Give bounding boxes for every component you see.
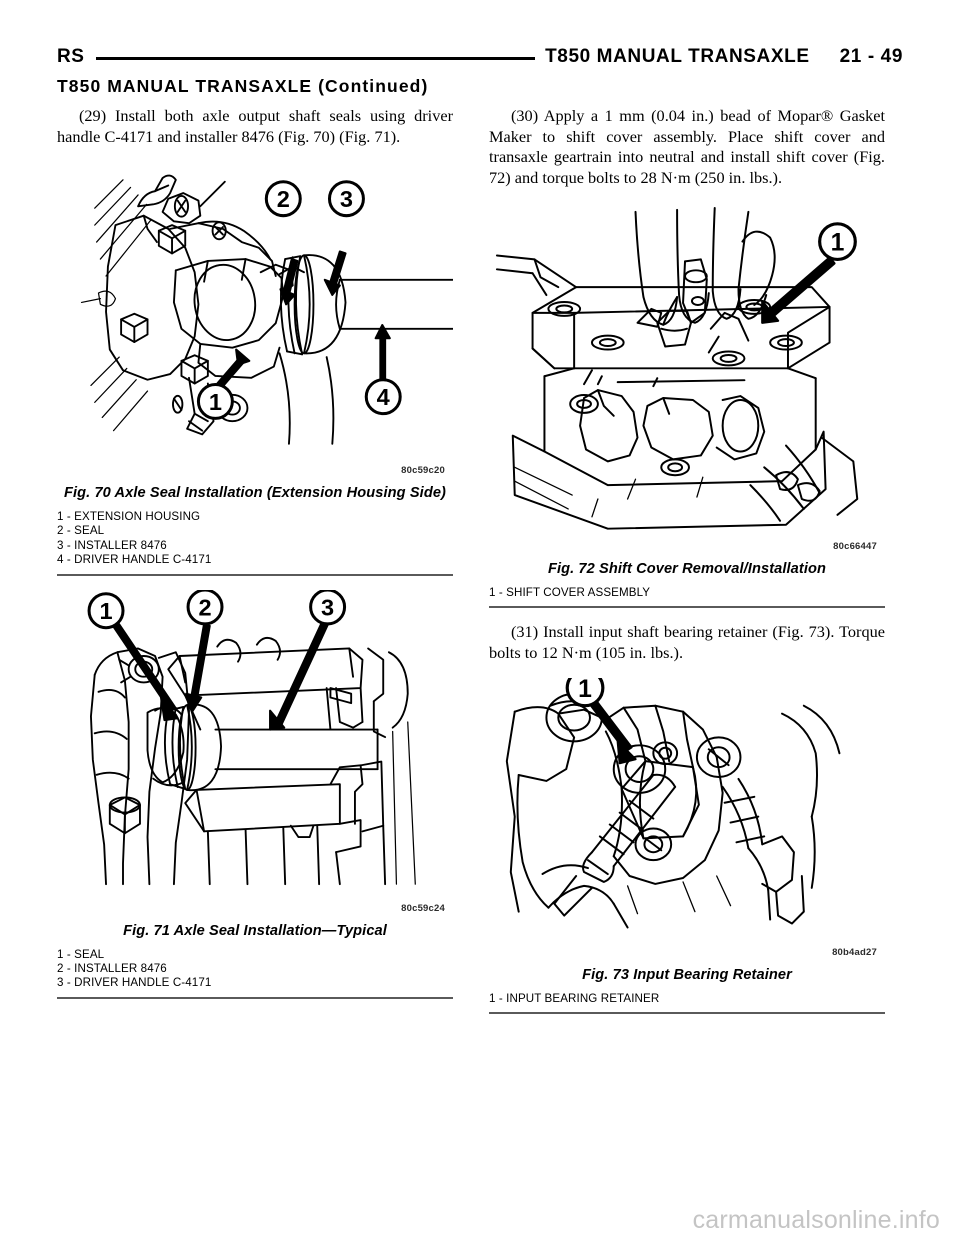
figure-71-callout-3-label: 3	[321, 594, 334, 620]
figure-72-callout-1-label: 1	[831, 230, 845, 257]
figure-70: 2 3 1 4 80c59c20 Fig. 70 Axle Seal Insta…	[57, 161, 453, 576]
figure-71-callout-3	[309, 589, 347, 625]
figure-72-separator	[489, 606, 885, 609]
figure-71-image-code: 80c59c24	[401, 902, 445, 914]
figure-73-illustration: 1	[489, 677, 885, 945]
manual-code: RS	[57, 46, 85, 67]
legend-item: 4 - DRIVER HANDLE C-4171	[57, 553, 212, 567]
header-rule	[96, 56, 536, 60]
figure-72: 1 80c66447 Fig. 72 Shift Cover Removal/I…	[489, 202, 885, 609]
figure-73-caption: Fig. 73 Input Bearing Retainer	[582, 966, 792, 983]
figure-72-legend: 1 - SHIFT COVER ASSEMBLY	[489, 586, 885, 600]
right-column: (30) Apply a 1 mm (0.04 in.) bead of Mop…	[489, 106, 885, 1015]
legend-item: 1 - EXTENSION HOUSING	[57, 509, 201, 523]
figure-71-callout-2-label: 2	[198, 594, 211, 620]
figure-70-callout-4	[364, 378, 402, 416]
legend-item: 3 - DRIVER HANDLE C-4171	[57, 976, 212, 990]
figure-73-image-code: 80b4ad27	[832, 946, 877, 958]
figure-70-callout-2-label: 2	[277, 186, 290, 212]
page-number: 21 - 49	[839, 46, 903, 67]
figure-70-callout-1-label: 1	[209, 389, 222, 415]
figure-71-callout-2	[186, 589, 224, 625]
figure-73-separator	[489, 1012, 885, 1015]
figure-73-callout-1-label: 1	[578, 678, 592, 703]
figure-70-callout-3	[327, 180, 365, 218]
legend-item: 1 - INPUT BEARING RETAINER	[489, 991, 660, 1005]
figure-70-caption: Fig. 70 Axle Seal Installation (Extensio…	[63, 484, 447, 501]
figure-70-illustration: 2 3 1 4	[57, 161, 453, 463]
figure-71-legend: 1 - SEAL 2 - INSTALLER 8476 3 - DRIVER H…	[57, 948, 453, 991]
figure-71: 1 2 3 80c59c24 Fig. 71 Axle Seal Install…	[57, 589, 453, 999]
page-header: RS T850 MANUAL TRANSAXLE 21 - 49	[57, 42, 903, 72]
paragraph-step-31: (31) Install input shaft bearing retaine…	[489, 622, 885, 662]
paragraph-step-30: (30) Apply a 1 mm (0.04 in.) bead of Mop…	[489, 106, 885, 187]
legend-item: 1 - SEAL	[57, 947, 105, 961]
figure-72-image-code: 80c66447	[833, 540, 877, 552]
legend-item: 2 - SEAL	[57, 524, 105, 538]
section-title: T850 MANUAL TRANSAXLE (Continued)	[57, 76, 429, 96]
figure-70-callout-1	[196, 383, 234, 421]
paragraph-step-29: (29) Install both axle output shaft seal…	[57, 106, 453, 146]
figure-70-callout-4-label: 4	[377, 384, 390, 410]
figure-71-callout-1-label: 1	[99, 598, 112, 624]
figure-73: 1 80b4ad27 Fig. 73 Input Bearing Retaine…	[489, 677, 885, 1015]
legend-item: 1 - SHIFT COVER ASSEMBLY	[489, 585, 651, 599]
figure-71-caption: Fig. 71 Axle Seal Installation—Typical	[123, 922, 387, 939]
figure-73-legend: 1 - INPUT BEARING RETAINER	[489, 992, 885, 1006]
site-watermark: carmanualsonline.info	[692, 1206, 940, 1234]
figure-70-separator	[57, 573, 453, 576]
header-title: T850 MANUAL TRANSAXLE	[545, 46, 810, 67]
figure-71-separator	[57, 996, 453, 999]
legend-item: 3 - INSTALLER 8476	[57, 538, 167, 552]
legend-item: 2 - INSTALLER 8476	[57, 962, 167, 976]
figure-70-legend: 1 - EXTENSION HOUSING 2 - SEAL 3 - INSTA…	[57, 510, 453, 568]
figure-70-callout-2	[264, 180, 302, 218]
figure-72-caption: Fig. 72 Shift Cover Removal/Installation	[547, 560, 827, 577]
figure-73-callout-1	[565, 677, 605, 707]
left-column: (29) Install both axle output shaft seal…	[57, 106, 453, 999]
figure-72-illustration: 1	[489, 202, 885, 539]
figure-70-image-code: 80c59c20	[401, 464, 445, 476]
figure-72-callout-1	[818, 222, 857, 262]
figure-70-callout-3-label: 3	[340, 186, 353, 212]
figure-71-illustration: 1 2 3	[57, 589, 453, 901]
figure-71-callout-1	[87, 591, 125, 629]
